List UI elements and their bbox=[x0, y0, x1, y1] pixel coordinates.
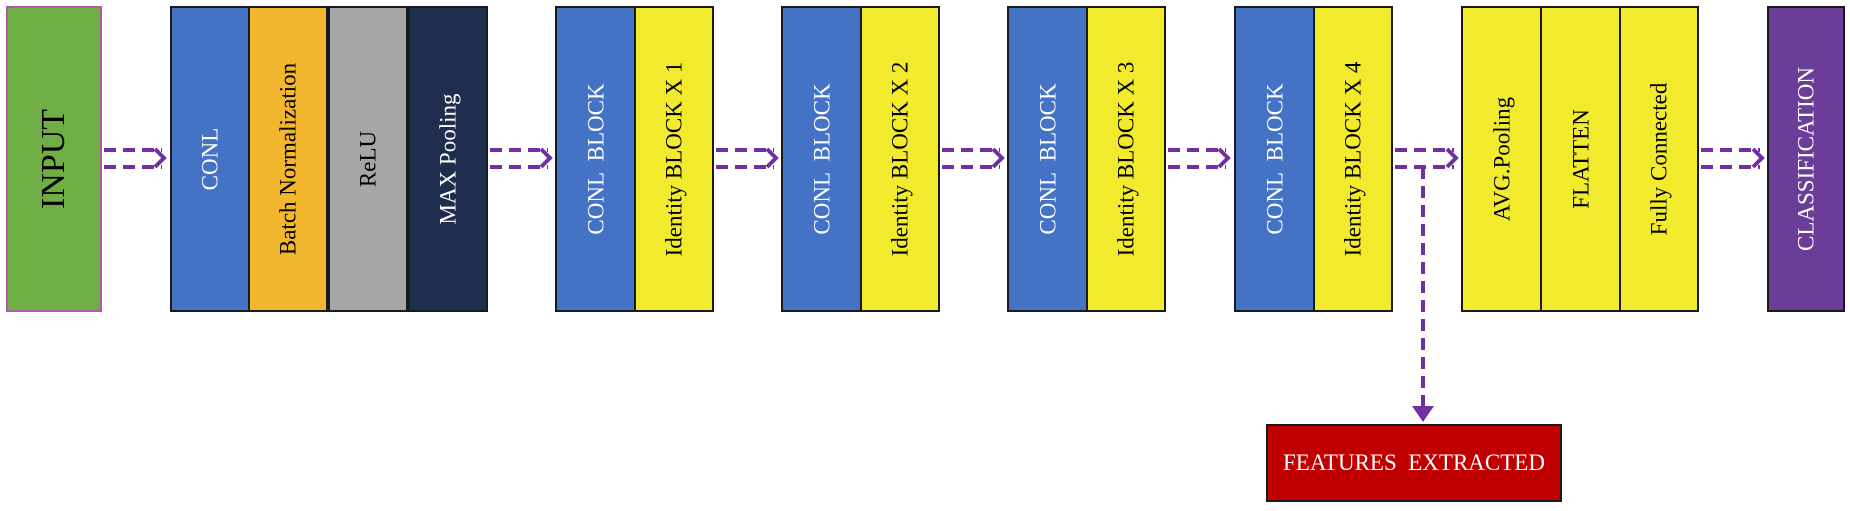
features-extracted-label: FEATURES EXTRACTED bbox=[1283, 450, 1545, 475]
stage3-conv-label: CONL BLOCK bbox=[1035, 83, 1060, 235]
arrow-head-5 bbox=[539, 147, 553, 169]
relu-label: ReLU bbox=[355, 130, 381, 188]
batch-normalization-label: Batch Normalization bbox=[275, 62, 301, 256]
stage1-conv-label: CONL BLOCK bbox=[583, 83, 608, 235]
stage2-conv-label: CONL BLOCK bbox=[809, 83, 834, 235]
fully-connected-label: Fully Connected bbox=[1646, 82, 1672, 236]
flatten-label: FLATTEN bbox=[1568, 109, 1593, 209]
arrow-head-17 bbox=[1445, 147, 1459, 169]
arrow-head-2 bbox=[153, 147, 167, 169]
flatten-block: FLATTEN bbox=[1540, 6, 1621, 312]
stage2-identity-block: Identity BLOCK X 2 bbox=[860, 6, 940, 312]
stage4-conv-block: CONL BLOCK bbox=[1234, 6, 1315, 312]
stage1-identity-label: Identity BLOCK X 1 bbox=[661, 61, 687, 257]
classification-label: CLASSIFICATION bbox=[1793, 66, 1819, 252]
stage2-identity-label: Identity BLOCK X 2 bbox=[887, 61, 913, 257]
stage3-identity-block: Identity BLOCK X 3 bbox=[1086, 6, 1166, 312]
input-block: INPUT bbox=[6, 6, 102, 312]
features-extracted-box: FEATURES EXTRACTED bbox=[1266, 424, 1562, 502]
avg-pooling-block: AVG.Pooling bbox=[1461, 6, 1542, 312]
input-label: INPUT bbox=[35, 108, 72, 210]
stage1-conv-block: CONL BLOCK bbox=[555, 6, 636, 312]
stage2-conv-block: CONL BLOCK bbox=[781, 6, 862, 312]
stage4-identity-label: Identity BLOCK X 4 bbox=[1340, 61, 1366, 257]
max-pooling-label: MAX Pooling bbox=[435, 93, 461, 225]
relu-block: ReLU bbox=[328, 6, 408, 312]
arrow-head-14 bbox=[1217, 147, 1231, 169]
classification-block: CLASSIFICATION bbox=[1767, 6, 1845, 312]
stage3-conv-block: CONL BLOCK bbox=[1007, 6, 1088, 312]
avg-pooling-label: AVG.Pooling bbox=[1489, 96, 1514, 222]
stem-conv-label: CONL bbox=[197, 127, 223, 191]
arrow-head-20 bbox=[1751, 147, 1765, 169]
max-pooling-block: MAX Pooling bbox=[408, 6, 488, 312]
stem-conv-block: CONL bbox=[170, 6, 250, 312]
arrow-head-11 bbox=[991, 147, 1005, 169]
dashed-arrows bbox=[104, 147, 1765, 422]
batch-normalization-block: Batch Normalization bbox=[248, 6, 328, 312]
stage4-identity-block: Identity BLOCK X 4 bbox=[1313, 6, 1393, 312]
features-arrow-head bbox=[1412, 406, 1434, 422]
arrow-head-8 bbox=[765, 147, 779, 169]
stage3-identity-label: Identity BLOCK X 3 bbox=[1113, 61, 1139, 257]
stage4-conv-label: CONL BLOCK bbox=[1262, 83, 1287, 235]
fully-connected-block: Fully Connected bbox=[1619, 6, 1699, 312]
stage1-identity-block: Identity BLOCK X 1 bbox=[634, 6, 714, 312]
